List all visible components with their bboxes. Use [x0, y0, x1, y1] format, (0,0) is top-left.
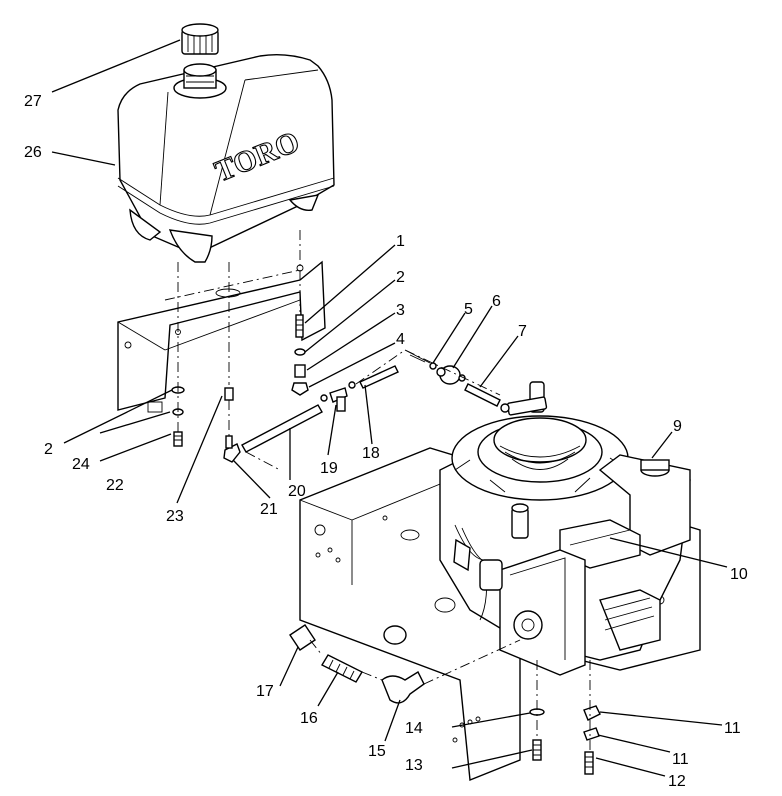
callout-19: 19 [320, 460, 338, 477]
callout-24: 24 [72, 456, 90, 473]
callout-numbers: 1 2 3 4 5 6 7 9 10 11 11 12 13 14 15 16 … [24, 93, 748, 790]
callout-14: 14 [405, 720, 423, 737]
callout-21: 21 [260, 501, 278, 518]
callout-17: 17 [256, 683, 274, 700]
callout-16: 16 [300, 710, 318, 727]
callout-10: 10 [730, 566, 748, 583]
callout-15: 15 [368, 743, 386, 760]
callout-7: 7 [518, 323, 527, 340]
callout-6: 6 [492, 293, 501, 310]
mount-hardware [529, 705, 601, 775]
callout-22: 22 [106, 477, 124, 494]
engine [439, 381, 691, 676]
callout-2-top: 2 [396, 269, 405, 286]
callout-23: 23 [166, 508, 184, 525]
callout-27: 27 [24, 93, 42, 110]
callout-18: 18 [362, 445, 380, 462]
callout-1: 1 [396, 233, 405, 250]
leader-lines [51, 39, 728, 777]
callout-4: 4 [396, 331, 405, 348]
assembly-centerlines [164, 230, 591, 752]
callout-11-lower: 11 [672, 751, 689, 768]
callout-12: 12 [668, 773, 686, 790]
drain-fittings [289, 624, 425, 704]
callout-20: 20 [288, 483, 306, 500]
callout-26: 26 [24, 144, 42, 161]
callout-13: 13 [405, 757, 423, 774]
fuel-tank [117, 53, 335, 263]
callout-3: 3 [396, 302, 405, 319]
fuel-cap [181, 23, 219, 55]
callout-9: 9 [673, 418, 682, 435]
callout-11-upper: 11 [724, 720, 741, 737]
callout-2-left: 2 [44, 441, 53, 458]
fuel-line-parts [171, 314, 510, 463]
callout-5: 5 [464, 301, 473, 318]
